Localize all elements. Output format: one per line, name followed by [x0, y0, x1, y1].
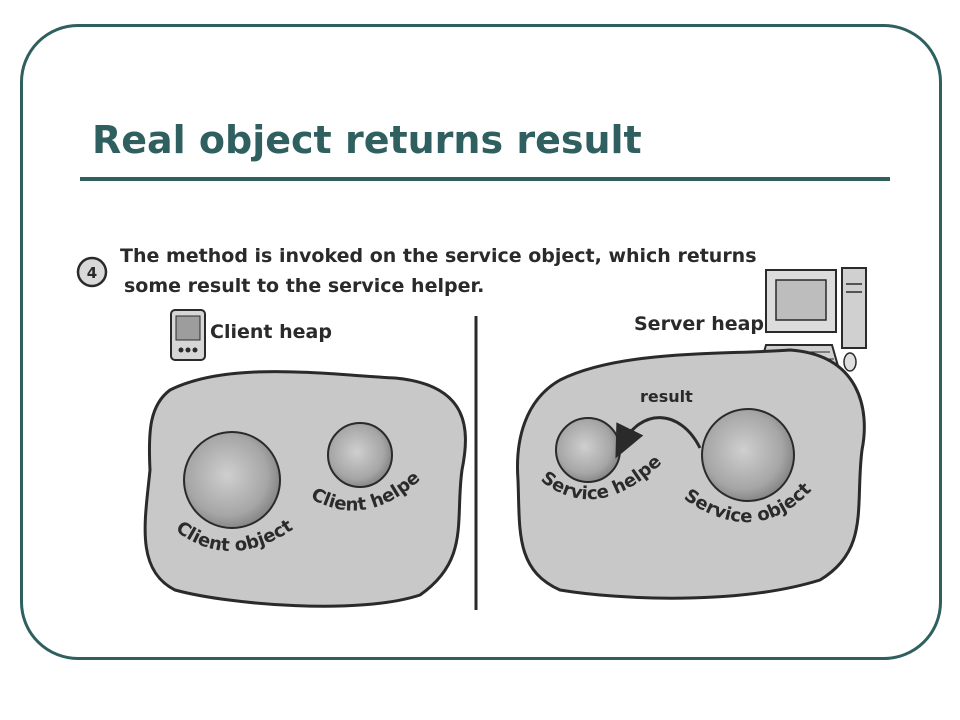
client-object-sphere — [183, 431, 281, 529]
client-helper-sphere — [327, 422, 393, 488]
caption-line-2: some result to the service helper. — [124, 275, 484, 297]
server-heap-label: Server heap — [634, 313, 764, 335]
slide-title: Real object returns result — [92, 118, 642, 162]
server-heap — [516, 348, 866, 600]
client-heap — [143, 370, 467, 608]
service-helper-sphere — [555, 417, 621, 483]
caption-line-1: The method is invoked on the service obj… — [120, 245, 757, 267]
service-object-sphere — [701, 408, 795, 502]
step-badge: 4 — [76, 256, 108, 288]
result-label: result — [640, 387, 693, 406]
client-heap-label: Client heap — [210, 321, 332, 343]
pda-icon — [170, 309, 206, 361]
title-underline — [80, 177, 890, 181]
step-number: 4 — [87, 264, 97, 282]
result-arrow — [615, 416, 702, 459]
